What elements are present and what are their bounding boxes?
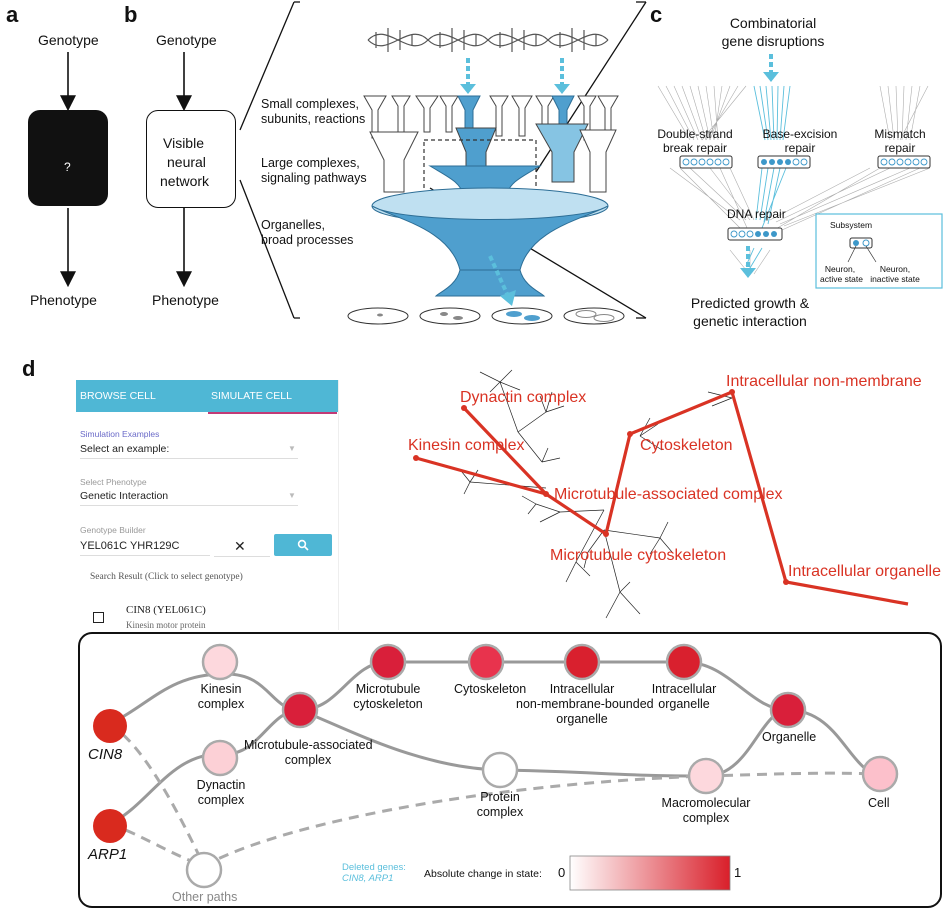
tree-label-dynactin: Dynactin complex — [460, 389, 586, 406]
node-organelle — [769, 691, 807, 729]
result-gene-description: Kinesin motor protein — [126, 620, 206, 630]
visible-nn-box — [146, 110, 236, 208]
label-cytoskeleton: Cytoskeleton — [454, 682, 527, 696]
node-ico — [665, 643, 703, 681]
tree-label-microtubule-cytoskeleton: Microtubule cytoskeleton — [550, 547, 726, 564]
scale-max: 1 — [734, 865, 742, 880]
tree-label-microtubule-associated: Microtubule-associated complex — [554, 486, 783, 503]
panel-c-bottom-label: Predicted growth &genetic interaction — [690, 295, 810, 329]
node-dynactin — [201, 739, 239, 777]
panel-label-b: b — [124, 2, 138, 27]
panel-b-phenotype: Phenotype — [152, 292, 219, 308]
label-other-paths: Other paths — [172, 890, 238, 904]
tree-label-intracellular-nonmembrane: Intracellular non-membrane — [726, 373, 922, 390]
dna-helix-icon — [367, 28, 609, 52]
tab-browse-cell-structure[interactable]: BROWSE CELL STRUCTURE — [80, 390, 156, 434]
state-graph-svg — [93, 643, 899, 891]
simulation-examples-label: Simulation Examples — [80, 429, 160, 439]
tree-label-kinesin: Kinesin complex — [408, 437, 525, 454]
level1-label: Small complexes,subunits, reactions — [261, 97, 366, 126]
search-button[interactable] — [274, 534, 332, 556]
clear-icon[interactable]: ✕ — [234, 538, 246, 554]
label-arp1: ARP1 — [88, 846, 128, 863]
node-macromolecular — [687, 757, 725, 795]
phenotype-select[interactable]: Genetic Interaction — [80, 490, 298, 506]
legend-subsystem-label: Subsystem — [830, 220, 873, 230]
node-other-paths — [185, 851, 223, 889]
node-protein — [481, 751, 519, 789]
color-scale-bar — [569, 855, 731, 891]
select-phenotype-label: Select Phenotype — [80, 477, 147, 487]
level3-label: Organelles,broad processes — [261, 218, 354, 247]
deleted-genes-label: Deleted genes:CIN8, ARP1 — [342, 862, 406, 884]
result-checkbox[interactable] — [93, 612, 104, 623]
search-icon — [297, 539, 309, 551]
panel-label-d: d — [22, 356, 36, 381]
scale-min: 0 — [558, 865, 566, 880]
panel-a-genotype: Genotype — [38, 32, 99, 48]
tab-simulate-cell-function[interactable]: SIMULATE CELL FUNCTION — [208, 380, 337, 434]
panel-label-a: a — [6, 2, 19, 27]
tree-label-cytoskeleton: Cytoskeleton — [640, 437, 733, 454]
visible-nn-line2: neural — [167, 154, 206, 170]
simulation-examples-select[interactable]: Select an example: — [80, 443, 298, 459]
genotype-input[interactable]: YEL061C YHR129C — [80, 540, 210, 556]
legend-active-label: Neuron,active state — [820, 264, 863, 284]
node-cin8 — [93, 709, 127, 743]
label-cin8: CIN8 — [88, 746, 123, 763]
search-result-heading: Search Result (Click to select genotype) — [90, 572, 243, 582]
dna-repair-network — [657, 54, 943, 289]
black-box — [28, 110, 108, 206]
label-organelle: Organelle — [762, 730, 817, 744]
legend-inactive-label: Neuron,inactive state — [870, 264, 920, 284]
simulation-ui-panel: BROWSE CELL STRUCTURE SIMULATE CELL FUNC… — [76, 380, 338, 630]
panel-a-phenotype: Phenotype — [30, 292, 97, 308]
node-cytoskeleton — [467, 643, 505, 681]
node-mt-associated — [281, 691, 319, 729]
node-icnm — [563, 643, 601, 681]
tab-bar: BROWSE CELL STRUCTURE SIMULATE CELL FUNC… — [76, 380, 338, 434]
visible-nn-line1: Visible — [163, 135, 204, 151]
node-cell — [861, 755, 899, 793]
panel-label-c: c — [650, 2, 663, 27]
visible-nn-line3: network — [160, 173, 210, 189]
clear-field-underline — [214, 556, 270, 557]
panel-b-genotype: Genotype — [156, 32, 217, 48]
level2-label: Large complexes,signaling pathways — [261, 156, 367, 185]
result-gene-name[interactable]: CIN8 (YEL061C) — [126, 604, 206, 616]
black-box-question: ? — [64, 160, 71, 174]
graph-nodes — [93, 643, 899, 889]
node-arp1 — [93, 809, 127, 843]
chevron-down-icon: ▼ — [288, 491, 296, 500]
ontology-tree-view: Dynactin complex Intracellular non-membr… — [408, 369, 941, 619]
node-kinesin — [201, 643, 239, 681]
chevron-down-icon: ▼ — [288, 444, 296, 453]
tree-label-intracellular-organelle: Intracellular organelle — [788, 563, 941, 580]
dna-repair-label: DNA repair — [727, 207, 786, 221]
label-cell: Cell — [868, 796, 890, 810]
node-mt-cytoskeleton — [369, 643, 407, 681]
scale-label: Absolute change in state: — [424, 868, 542, 880]
ui-divider — [338, 380, 339, 630]
hierarchy-funnel-illustration — [347, 28, 625, 325]
genotype-builder-label: Genotype Builder — [80, 525, 146, 535]
